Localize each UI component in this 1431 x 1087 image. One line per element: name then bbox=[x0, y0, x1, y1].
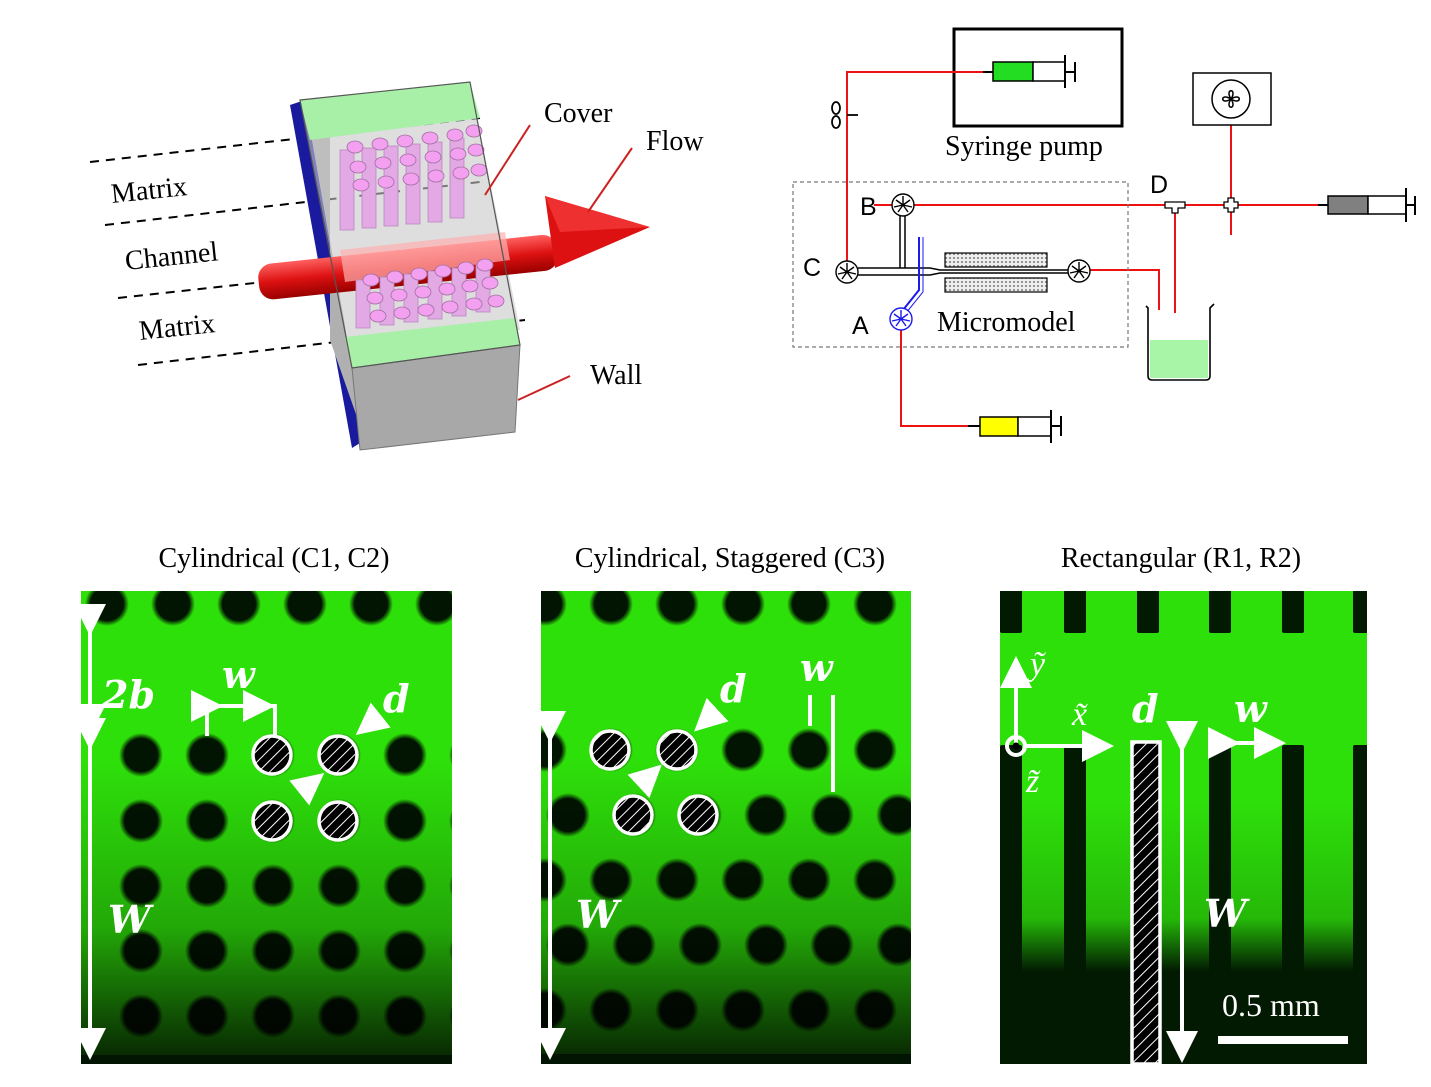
label-axis-x: x̃ bbox=[1071, 696, 1088, 733]
pillar-hole bbox=[721, 591, 765, 626]
porous-section-bottom bbox=[944, 277, 1048, 293]
beaker-icon bbox=[1145, 303, 1215, 381]
syringe-pump-box bbox=[952, 27, 1124, 128]
label-w: w bbox=[1234, 686, 1268, 731]
panel-staggered: d w W bbox=[534, 591, 911, 1064]
flow-leader bbox=[587, 147, 633, 213]
pillar-hole bbox=[449, 809, 452, 833]
micromodel-3d-schematic: Matrix Channel Matrix Cover Flow Wall bbox=[89, 81, 704, 451]
panel-cylindrical: 2b w d W bbox=[74, 591, 452, 1064]
cover-top bbox=[300, 82, 480, 140]
arrow-d-in bbox=[355, 702, 391, 735]
label-d: d bbox=[383, 676, 410, 721]
label-micromodel: Micromodel bbox=[937, 307, 1076, 338]
arrow-d-in bbox=[694, 697, 729, 732]
port-b-icon bbox=[891, 193, 915, 217]
panel-title-r1r2: Rectangular (R1, R2) bbox=[1061, 543, 1301, 574]
pillar-tops-upper bbox=[346, 124, 488, 192]
pinch-clamp-icon bbox=[831, 101, 858, 129]
rect-pillar bbox=[1353, 591, 1367, 633]
label-axis-z: z̃ bbox=[1025, 763, 1041, 800]
highlighted-pillars bbox=[589, 729, 719, 836]
pillar-hole bbox=[787, 591, 831, 626]
label-port-a: A bbox=[852, 312, 869, 340]
panel-title-c1c2: Cylindrical (C1, C2) bbox=[159, 543, 390, 574]
pillar-hole bbox=[853, 591, 897, 626]
label-w: w bbox=[800, 645, 834, 690]
axis-z-marker bbox=[1005, 735, 1027, 757]
label-port-d: D bbox=[1150, 171, 1168, 199]
label-d: d bbox=[1132, 686, 1159, 731]
label-W: W bbox=[108, 897, 154, 942]
pillar-tops-lower bbox=[362, 258, 505, 323]
syringe-yellow bbox=[968, 410, 1062, 443]
cover-bottom bbox=[345, 318, 520, 368]
rect-pillar bbox=[1137, 591, 1159, 633]
label-syringe-pump: Syringe pump bbox=[945, 131, 1103, 162]
label-flow: Flow bbox=[646, 126, 704, 157]
label-port-b: B bbox=[860, 193, 877, 221]
tubing bbox=[846, 71, 1328, 427]
label-wall: Wall bbox=[590, 360, 642, 391]
rect-pillar bbox=[1282, 591, 1304, 633]
wall-leader bbox=[517, 375, 571, 401]
cross-junction bbox=[1223, 197, 1239, 213]
pillar-hole bbox=[449, 743, 452, 767]
port-outlet-icon bbox=[1067, 259, 1091, 283]
pillar-hole bbox=[449, 874, 452, 898]
pillar-hole bbox=[449, 939, 452, 963]
experimental-setup: Syringe pump bbox=[792, 27, 1416, 443]
porous-section-top bbox=[944, 252, 1048, 268]
label-axis-y: ỹ bbox=[1027, 646, 1046, 683]
arrow-d-out bbox=[627, 764, 662, 799]
micromodel-boundary bbox=[792, 181, 1129, 348]
rect-pillar bbox=[1209, 591, 1231, 633]
highlighted-pillars bbox=[251, 734, 359, 842]
pillar-hole bbox=[85, 591, 129, 626]
pillar-hole bbox=[349, 591, 393, 626]
fan-icon bbox=[1211, 79, 1251, 119]
label-matrix-bottom: Matrix bbox=[137, 308, 216, 347]
rect-pillar bbox=[1064, 591, 1086, 633]
label-W: W bbox=[576, 892, 622, 937]
pillar-hole bbox=[151, 591, 195, 626]
rect-pillar bbox=[1000, 591, 1022, 633]
label-channel: Channel bbox=[123, 236, 219, 277]
pillar-hole bbox=[449, 1004, 452, 1028]
syringe-gray bbox=[1318, 188, 1416, 222]
syringe-green bbox=[983, 55, 1076, 88]
label-cover: Cover bbox=[544, 98, 613, 129]
pillar-hole bbox=[217, 591, 261, 626]
cover-leader bbox=[484, 124, 531, 196]
pillar-hole bbox=[415, 591, 452, 626]
panel-rectangular: ỹ x̃ z̃ d w W 0.5 mm bbox=[1000, 591, 1367, 1066]
pillar-hole bbox=[589, 591, 633, 626]
port-a-icon bbox=[889, 307, 913, 331]
pillar-hole bbox=[283, 591, 327, 626]
highlighted-pillar bbox=[1130, 740, 1162, 1066]
label-d: d bbox=[720, 666, 747, 711]
scale-bar-label: 0.5 mm bbox=[1222, 987, 1320, 1023]
panel-title-c3: Cylindrical, Staggered (C3) bbox=[575, 543, 885, 574]
label-port-c: C bbox=[803, 254, 821, 282]
pillar-hole bbox=[541, 591, 567, 626]
t-junction-d bbox=[1164, 201, 1186, 214]
label-W: W bbox=[1204, 891, 1250, 936]
label-2b: 2b bbox=[101, 672, 155, 717]
pillar-hole bbox=[655, 591, 699, 626]
port-c-icon bbox=[835, 260, 859, 284]
label-w: w bbox=[222, 652, 256, 697]
label-matrix-top: Matrix bbox=[109, 171, 188, 210]
arrow-d-out bbox=[289, 773, 325, 806]
